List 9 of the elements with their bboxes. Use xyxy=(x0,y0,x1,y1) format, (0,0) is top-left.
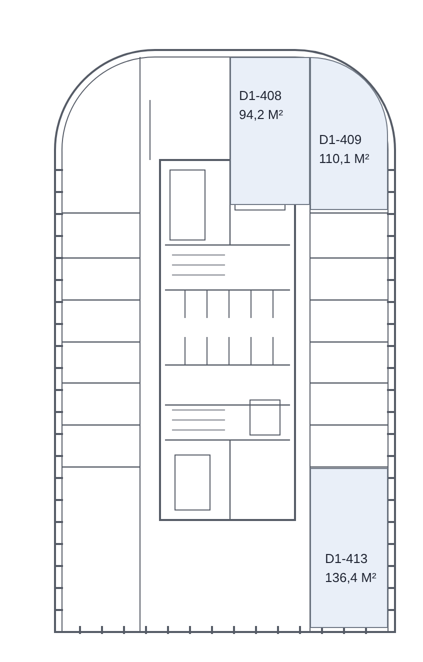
office-unit xyxy=(310,57,388,210)
area-label: 94,2 М² xyxy=(239,106,284,124)
office-unit xyxy=(230,57,310,205)
unit-number: D1-409 xyxy=(319,130,362,148)
unit-number: D1-408 xyxy=(239,87,282,105)
office-unit xyxy=(310,468,388,628)
unit-number: D1-413 xyxy=(325,550,368,568)
area-label: 136,4 М² xyxy=(325,569,376,587)
area-label: 110,1 М² xyxy=(319,150,370,168)
